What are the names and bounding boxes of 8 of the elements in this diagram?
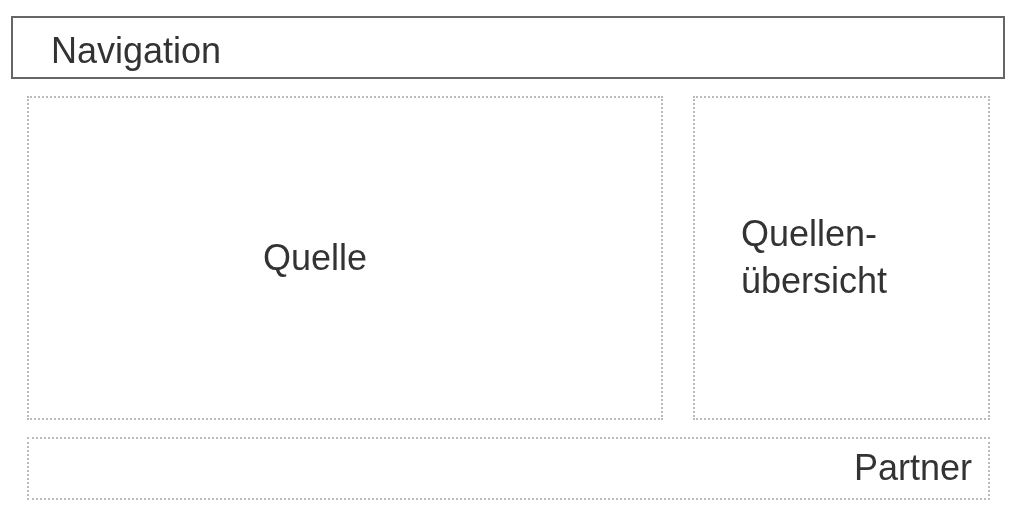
sidebar-area [693, 96, 990, 420]
region-label: Quellen- übersicht [741, 212, 889, 303]
content-area [27, 96, 663, 420]
region-label: Navigation [51, 29, 222, 73]
footer-bar [27, 437, 990, 500]
region-label: Quelle [262, 235, 368, 280]
navigation-bar [11, 16, 1005, 79]
region-label: Partner [853, 446, 972, 491]
